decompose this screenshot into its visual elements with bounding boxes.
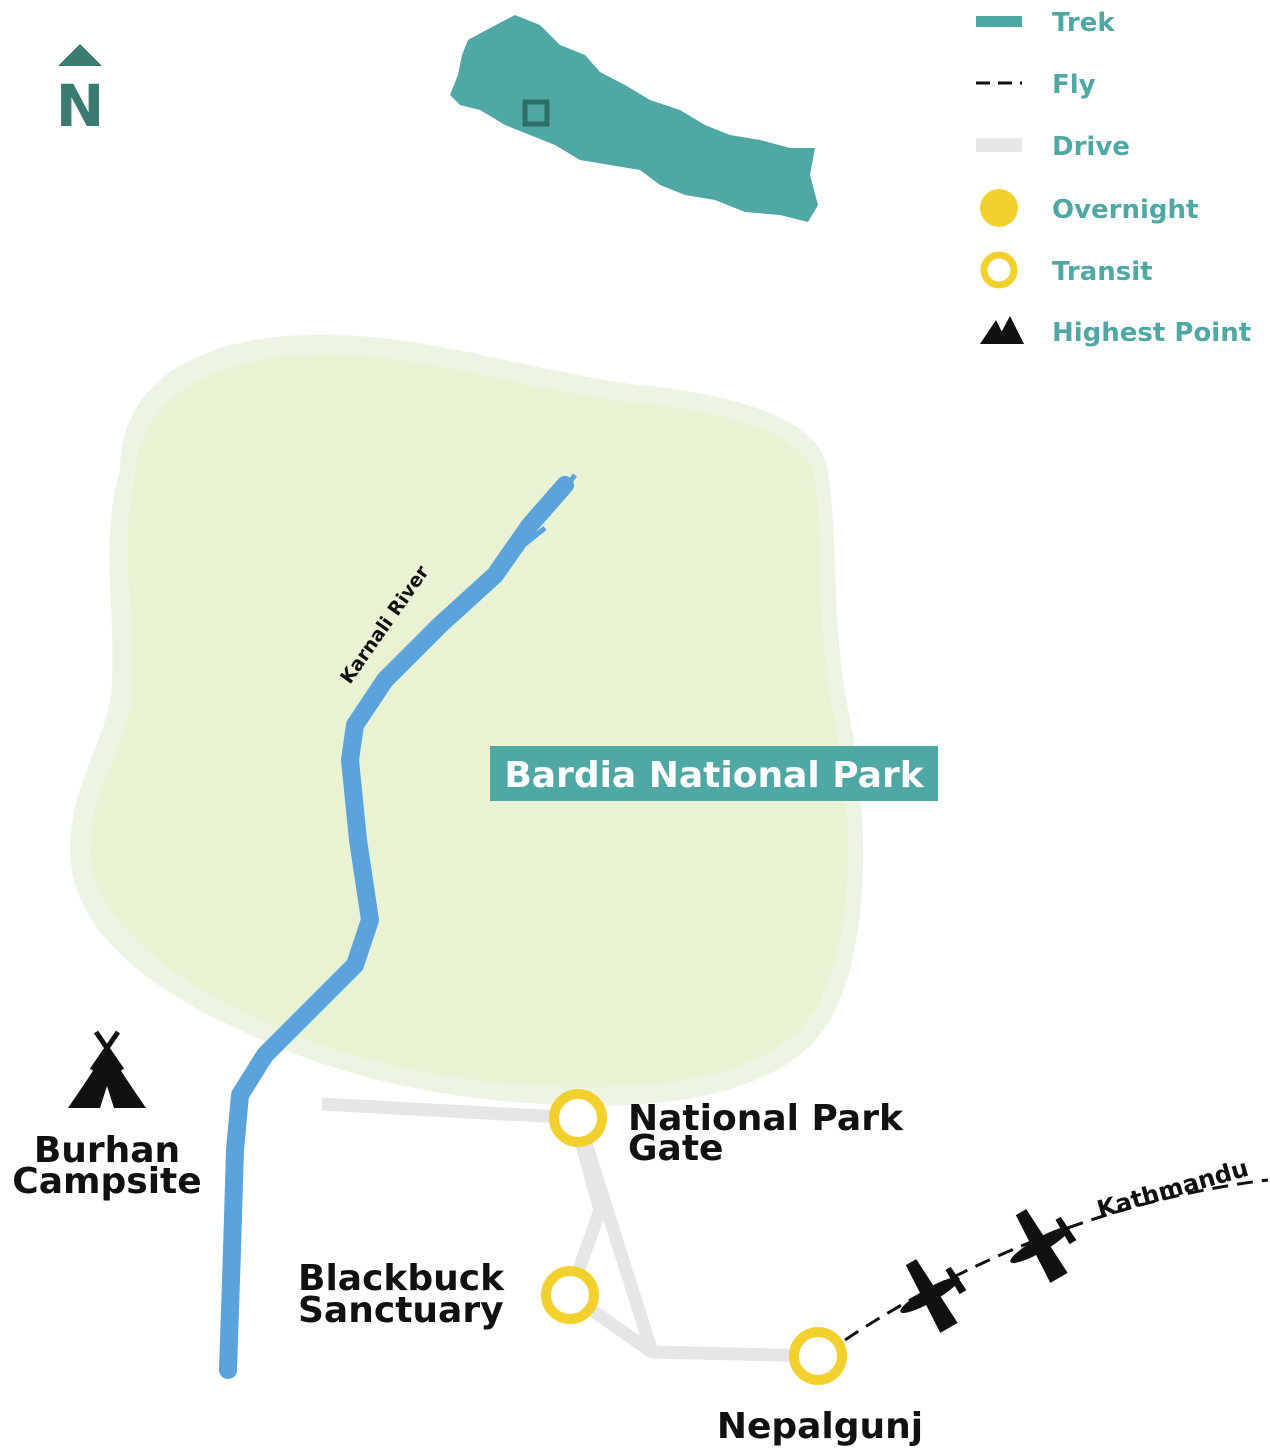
filled-circle-icon bbox=[980, 189, 1018, 227]
transit-stop-blackbuck-sanctuary bbox=[541, 1266, 599, 1324]
place-label-burhan-line1: Burhan bbox=[34, 1130, 180, 1171]
legend-label: Trek bbox=[1052, 8, 1115, 38]
park-label-badge: Bardia National Park bbox=[490, 746, 938, 801]
drive-line-icon bbox=[976, 138, 1022, 152]
nepal-inset-map bbox=[450, 15, 818, 222]
legend-label: Highest Point bbox=[1052, 318, 1251, 348]
legend: Trek Fly Drive Overnight Transit Highest… bbox=[976, 8, 1251, 348]
legend-label: Fly bbox=[1052, 70, 1096, 100]
kathmandu-label: Kathmandu bbox=[1094, 1154, 1252, 1224]
place-label-blackbuck-line2: Sanctuary bbox=[298, 1290, 504, 1331]
place-label-blackbuck-line1: Blackbuck bbox=[298, 1258, 505, 1299]
transit-stop-national-park-gate bbox=[549, 1089, 607, 1147]
airplane-icon bbox=[900, 1259, 967, 1333]
place-label-nepalgunj: Nepalgunj bbox=[717, 1406, 923, 1447]
legend-label: Overnight bbox=[1052, 195, 1198, 225]
north-arrow-icon: N bbox=[56, 44, 105, 140]
legend-label: Drive bbox=[1052, 132, 1130, 162]
campsite-tent-icon bbox=[68, 1030, 146, 1108]
north-label: N bbox=[56, 72, 105, 140]
national-park-area bbox=[70, 334, 864, 1106]
place-label-gate-line2: Gate bbox=[628, 1128, 723, 1169]
trek-line-icon bbox=[976, 16, 1022, 27]
legend-label: Transit bbox=[1052, 257, 1153, 287]
place-label-burhan-line2: Campsite bbox=[12, 1161, 201, 1202]
place-label-gate-line1: National Park bbox=[628, 1098, 904, 1139]
location-marker-icon bbox=[522, 99, 550, 127]
mountain-icon bbox=[980, 316, 1024, 344]
hollow-circle-icon bbox=[980, 251, 1018, 289]
park-label: Bardia National Park bbox=[504, 755, 924, 796]
flight-route: Kathmandu bbox=[844, 1154, 1269, 1342]
transit-stop-nepalgunj bbox=[789, 1327, 847, 1385]
airplane-icon bbox=[1010, 1209, 1077, 1283]
